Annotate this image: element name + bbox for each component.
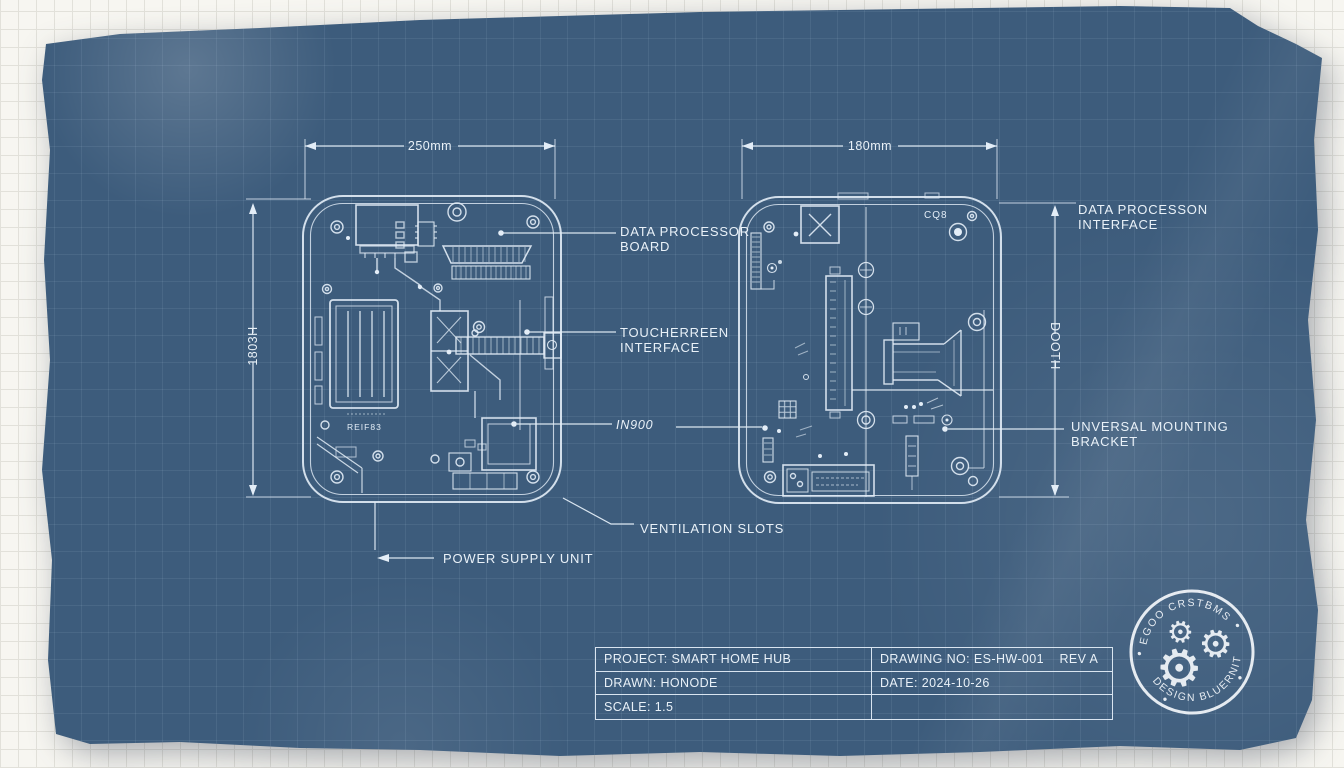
right-height-dimension: DOOTH bbox=[1048, 322, 1062, 370]
title-scale: SCALE: 1.5 bbox=[596, 695, 872, 719]
callout-touchscreen-interface: TOUCHERREEN INTERFACE bbox=[620, 325, 729, 355]
screw-holes bbox=[763, 210, 987, 487]
title-block: PROJECT: SMART HOME HUB DRAWING NO: ES-H… bbox=[595, 647, 1113, 720]
callout-module-label: IN900 bbox=[616, 418, 654, 432]
title-empty-cell bbox=[872, 695, 1112, 719]
right-micro-label: CQ8 bbox=[924, 210, 948, 221]
callout-data-processor-interface: DATA PROCESSON INTERFACE bbox=[1078, 202, 1208, 232]
title-drawn: DRAWN: HONODE bbox=[596, 671, 872, 696]
callout-data-processor-board: DATA PROCESSOR BOARD bbox=[620, 224, 750, 254]
stamp-graphic: EGOO CRSTBMS DESIGN BLUERNIT ⚙ ⚙ ⚙ bbox=[1129, 585, 1255, 716]
dimension-lines bbox=[246, 139, 1076, 498]
right-view-drawing: CQ8 bbox=[738, 192, 1002, 504]
title-date: DATE: 2024-10-26 bbox=[872, 672, 1112, 696]
callout-ventilation-slots: VENTILATION SLOTS bbox=[640, 521, 785, 536]
title-drawing-no: DRAWING NO: ES-HW-001 REV A bbox=[872, 648, 1112, 672]
screw-holes bbox=[320, 202, 540, 484]
title-project: PROJECT: SMART HOME HUB bbox=[596, 648, 872, 672]
left-height-dimension: 1803H bbox=[246, 326, 260, 366]
callout-universal-mounting-bracket: UNVERSAL MOUNTING BRACKET bbox=[1071, 419, 1229, 449]
certification-stamp: EGOO CRSTBMS DESIGN BLUERNIT ⚙ ⚙ ⚙ bbox=[1110, 570, 1273, 733]
left-view-drawing: REIF83 bbox=[302, 195, 562, 503]
right-width-dimension: 180mm bbox=[847, 139, 893, 153]
left-micro-label: REIF83 bbox=[347, 422, 382, 432]
leader-lines bbox=[374, 230, 1064, 562]
left-width-dimension: 250mm bbox=[407, 139, 453, 153]
callout-power-supply-unit: POWER SUPPLY UNIT bbox=[443, 551, 594, 566]
